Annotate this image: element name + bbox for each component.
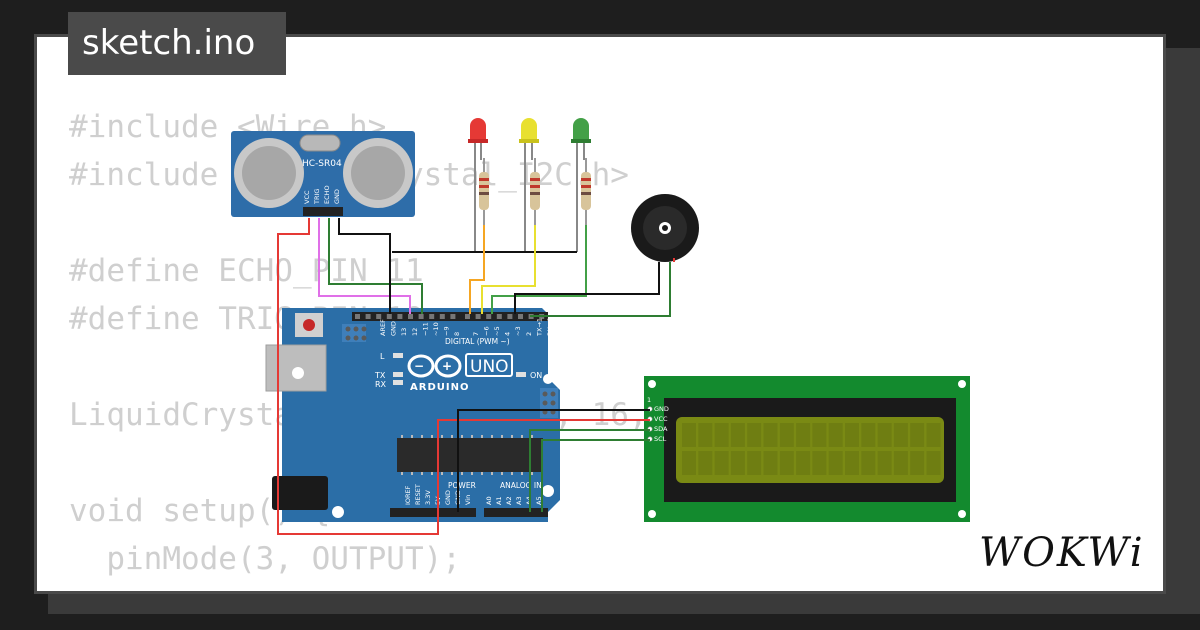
- buzzer[interactable]: [631, 194, 699, 262]
- code-line: pinMode(3, OUTPUT);: [69, 541, 461, 577]
- board-pin-label: TX→1: [535, 318, 543, 337]
- analog-pin-label: A3: [515, 496, 523, 505]
- board-brand: ARDUINO: [410, 382, 469, 393]
- sensor-pin-gnd: GND: [333, 189, 341, 204]
- resistors[interactable]: [479, 158, 591, 225]
- board-pin-label: ~10: [432, 322, 440, 336]
- board-pin-label: 2: [525, 332, 533, 336]
- board-pin-label: 8: [453, 332, 461, 336]
- board-power-label: POWER: [448, 481, 476, 490]
- lcd-1602-i2c[interactable]: 1 GND VCC SDA SCL: [644, 376, 970, 522]
- board-pin-label: RX←0: [546, 317, 554, 336]
- board-pin-label: ~3: [514, 326, 522, 336]
- board-digital-label: DIGITAL (PWM ~): [445, 337, 510, 346]
- board-pin-label: GND: [390, 321, 398, 336]
- analog-pin-label: A5: [535, 496, 543, 505]
- lcd-pin-vcc: VCC: [654, 415, 668, 423]
- analog-pin-label: A0: [485, 496, 493, 505]
- code-line: pinMode(7, OUTPUT);: [69, 583, 722, 591]
- wires: [277, 218, 675, 535]
- board-rx-label: RX: [375, 380, 387, 389]
- arduino-infinity-logo: [407, 354, 462, 378]
- board-analog-label: ANALOG IN: [500, 481, 542, 490]
- board-l-label: L: [380, 352, 385, 361]
- power-pin-label: Vin: [464, 495, 472, 505]
- board-pin-label: AREF: [379, 319, 387, 336]
- board-pin-label: 7: [472, 332, 480, 336]
- wokwi-logo: WOKWi: [979, 530, 1145, 576]
- sensor-pin-echo: ECHO: [323, 185, 331, 204]
- board-tx-label: TX: [374, 371, 386, 380]
- lcd-pin-scl: SCL: [654, 435, 667, 443]
- board-pin-label: ~11: [421, 322, 429, 336]
- file-title-tab: sketch.ino: [68, 12, 286, 75]
- sensor-pin-trig: TRIG: [313, 189, 321, 205]
- svg-text:+: +: [442, 359, 452, 373]
- sensor-model: HC-SR04: [302, 159, 342, 169]
- power-pin-label: 3.3V: [424, 490, 432, 505]
- lcd-pin1-label: 1: [647, 396, 651, 404]
- board-pin-label: ~9: [443, 326, 451, 336]
- board-pin-label: ~6: [482, 326, 490, 336]
- board-pin-label: ~5: [493, 326, 501, 336]
- lcd-pin-gnd: GND: [654, 405, 669, 413]
- board-pin-label: 4: [504, 332, 512, 336]
- board-on-label: ON: [530, 371, 542, 380]
- analog-pin-label: A2: [505, 496, 513, 505]
- board-pin-label: 12: [411, 328, 419, 336]
- board-pin-label: 13: [400, 328, 408, 336]
- led-green[interactable]: [571, 118, 591, 252]
- analog-pin-label: A1: [495, 496, 503, 505]
- led-yellow[interactable]: [519, 118, 539, 252]
- power-pin-label: IOREF: [404, 485, 412, 505]
- led-red[interactable]: [468, 118, 488, 252]
- preview-card: #include <Wire.h>#include <LiquidCrystal…: [34, 34, 1166, 594]
- power-pin-label: RESET: [414, 484, 422, 505]
- svg-text:−: −: [414, 359, 424, 373]
- sensor-pin-vcc: VCC: [303, 190, 311, 204]
- board-model: UNO: [470, 357, 509, 377]
- power-pin-label: GND: [444, 490, 452, 505]
- arduino-uno-board[interactable]: L TX RX ON DIGITAL (PWM ~) POWER ANALOG …: [265, 308, 560, 522]
- ultrasonic-sensor[interactable]: HC-SR04 VCC TRIG ECHO GND: [231, 131, 415, 217]
- wokwi-logo-text: WOKWi: [979, 530, 1145, 576]
- lcd-pin-sda: SDA: [654, 425, 668, 433]
